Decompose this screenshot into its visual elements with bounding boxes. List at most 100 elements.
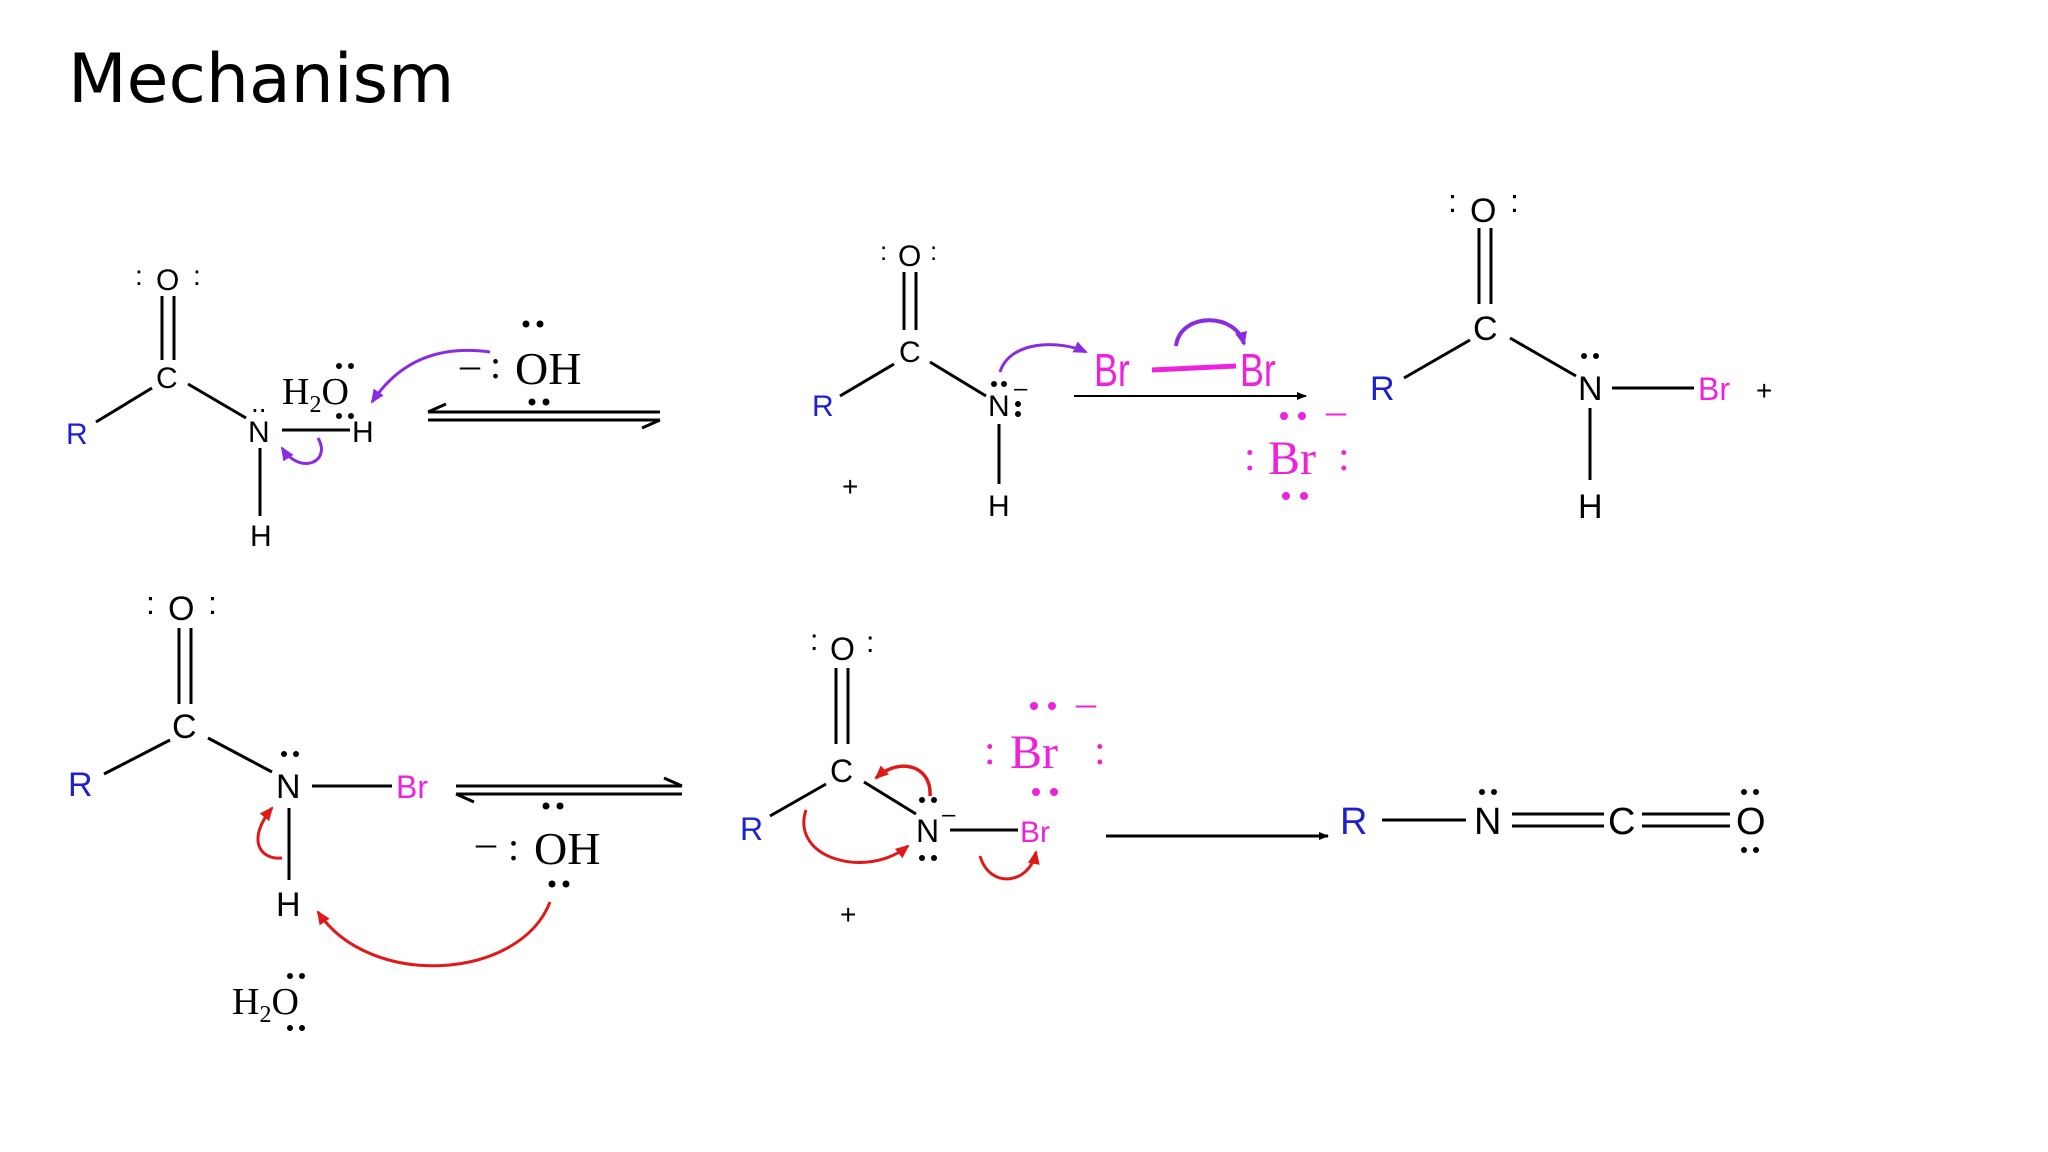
equilibrium-arrow-1 xyxy=(427,402,661,430)
lone-pair xyxy=(1491,789,1497,795)
lone-pair xyxy=(287,1025,293,1031)
colon: : xyxy=(508,824,519,869)
oxygen-label: O xyxy=(898,240,921,273)
lone-pair xyxy=(281,751,287,757)
lone-pair xyxy=(919,797,925,803)
equilibrium-arrow-2 xyxy=(455,776,683,804)
svg-text:H2O: H2O xyxy=(232,981,299,1028)
lone-pair xyxy=(1048,702,1056,710)
single-bond-rc xyxy=(95,386,153,424)
carbon-label: C xyxy=(156,362,178,395)
nitrogen-label: N xyxy=(1474,801,1501,843)
n-bromoamide-2: : O : C R N Br H xyxy=(68,585,552,968)
hydrogen-label: H xyxy=(352,416,374,449)
colon: : xyxy=(1338,434,1350,480)
curly-arrow xyxy=(978,850,1040,881)
colon: : xyxy=(146,585,155,621)
lone-pair xyxy=(1581,353,1587,359)
nitrogen-label: N xyxy=(276,768,301,806)
lone-pair xyxy=(1298,412,1306,420)
hydrogen-label: H xyxy=(250,520,272,553)
lone-pair xyxy=(287,973,293,979)
lone-pair xyxy=(1593,353,1599,359)
charge-minus: – xyxy=(942,801,956,828)
nitrogen-label: N xyxy=(1578,370,1603,408)
lone-pair xyxy=(528,398,536,406)
lone-pair xyxy=(542,398,550,406)
single-bond-cn xyxy=(187,382,247,420)
colon: : xyxy=(1244,434,1256,480)
oxygen-label: O xyxy=(1470,192,1496,230)
charge-minus: – xyxy=(459,342,481,387)
nitrogen-label: N xyxy=(916,813,939,849)
lone-pair xyxy=(1032,788,1040,796)
bromine-label: Br xyxy=(1268,432,1316,485)
nitrogen-label: N xyxy=(988,390,1010,423)
bromine-molecule: Br Br xyxy=(1094,318,1276,396)
curly-arrow xyxy=(1174,318,1247,347)
colon: : xyxy=(208,585,217,621)
colon: : xyxy=(880,236,887,266)
charge-minus: – xyxy=(1075,680,1097,725)
hydrogen-label: H xyxy=(1578,488,1603,526)
lone-pair xyxy=(548,880,556,888)
oxygen-label: O xyxy=(830,631,855,667)
oxygen-label: O xyxy=(1736,801,1766,843)
lone-pair xyxy=(1001,381,1007,387)
bromine-label: Br xyxy=(1094,345,1130,396)
plus-sign: + xyxy=(1756,375,1772,406)
lone-pair xyxy=(348,413,354,419)
hydroxide-2: – : OH xyxy=(475,802,600,888)
water-molecule: H2O xyxy=(282,371,349,418)
colon: : xyxy=(984,728,996,774)
colon: : xyxy=(1094,728,1106,774)
plus-sign: + xyxy=(842,471,858,502)
bromine-label: Br xyxy=(396,769,428,805)
single-bond-cn xyxy=(1509,336,1577,378)
lone-pair xyxy=(1015,401,1021,407)
bromine-label: Br xyxy=(1020,816,1050,849)
lone-pair: : xyxy=(135,260,143,291)
lone-pair: .. xyxy=(251,387,267,418)
oxygen-label: O xyxy=(168,590,194,628)
curly-arrow xyxy=(370,348,491,404)
lone-pair xyxy=(1753,789,1759,795)
single-bond-rc xyxy=(769,782,827,818)
carbon-label: C xyxy=(1608,801,1635,843)
r-group-label: R xyxy=(740,811,763,847)
hydrogen-label: H xyxy=(988,490,1010,523)
lone-pair xyxy=(299,973,305,979)
colon: : xyxy=(866,626,874,659)
lone-pair xyxy=(1050,788,1058,796)
br-br-bond xyxy=(1151,363,1237,373)
lone-pair xyxy=(919,855,925,861)
lone-pair xyxy=(293,751,299,757)
curly-arrow xyxy=(874,764,932,797)
charge-minus: – xyxy=(475,820,497,865)
lone-pair xyxy=(1753,847,1759,853)
lone-pair xyxy=(336,413,342,419)
curly-arrow xyxy=(280,437,323,465)
lone-pair xyxy=(931,855,937,861)
lone-pair xyxy=(1015,411,1021,417)
colon: : xyxy=(930,236,937,266)
lone-pair xyxy=(348,363,354,369)
lone-pair xyxy=(542,802,550,810)
single-bond-rc xyxy=(103,738,171,776)
bromide-ion-1: : Br : – xyxy=(1244,388,1350,500)
bromine-label: Br xyxy=(1698,371,1730,407)
nitrogen-label: N xyxy=(248,416,270,449)
water-molecule-2: H2O xyxy=(232,973,305,1031)
charge-minus: – xyxy=(1325,388,1347,433)
single-bond-cn xyxy=(929,360,987,398)
hydroxide-label: OH xyxy=(515,343,581,394)
r-group-label: R xyxy=(1340,801,1367,843)
lone-pair xyxy=(1479,789,1485,795)
lone-pair xyxy=(1282,492,1290,500)
single-bond-cn xyxy=(207,736,273,774)
lone-pair xyxy=(522,320,530,328)
lone-pair xyxy=(931,797,937,803)
single-bond-cn xyxy=(863,780,917,816)
curly-arrow xyxy=(998,341,1088,373)
